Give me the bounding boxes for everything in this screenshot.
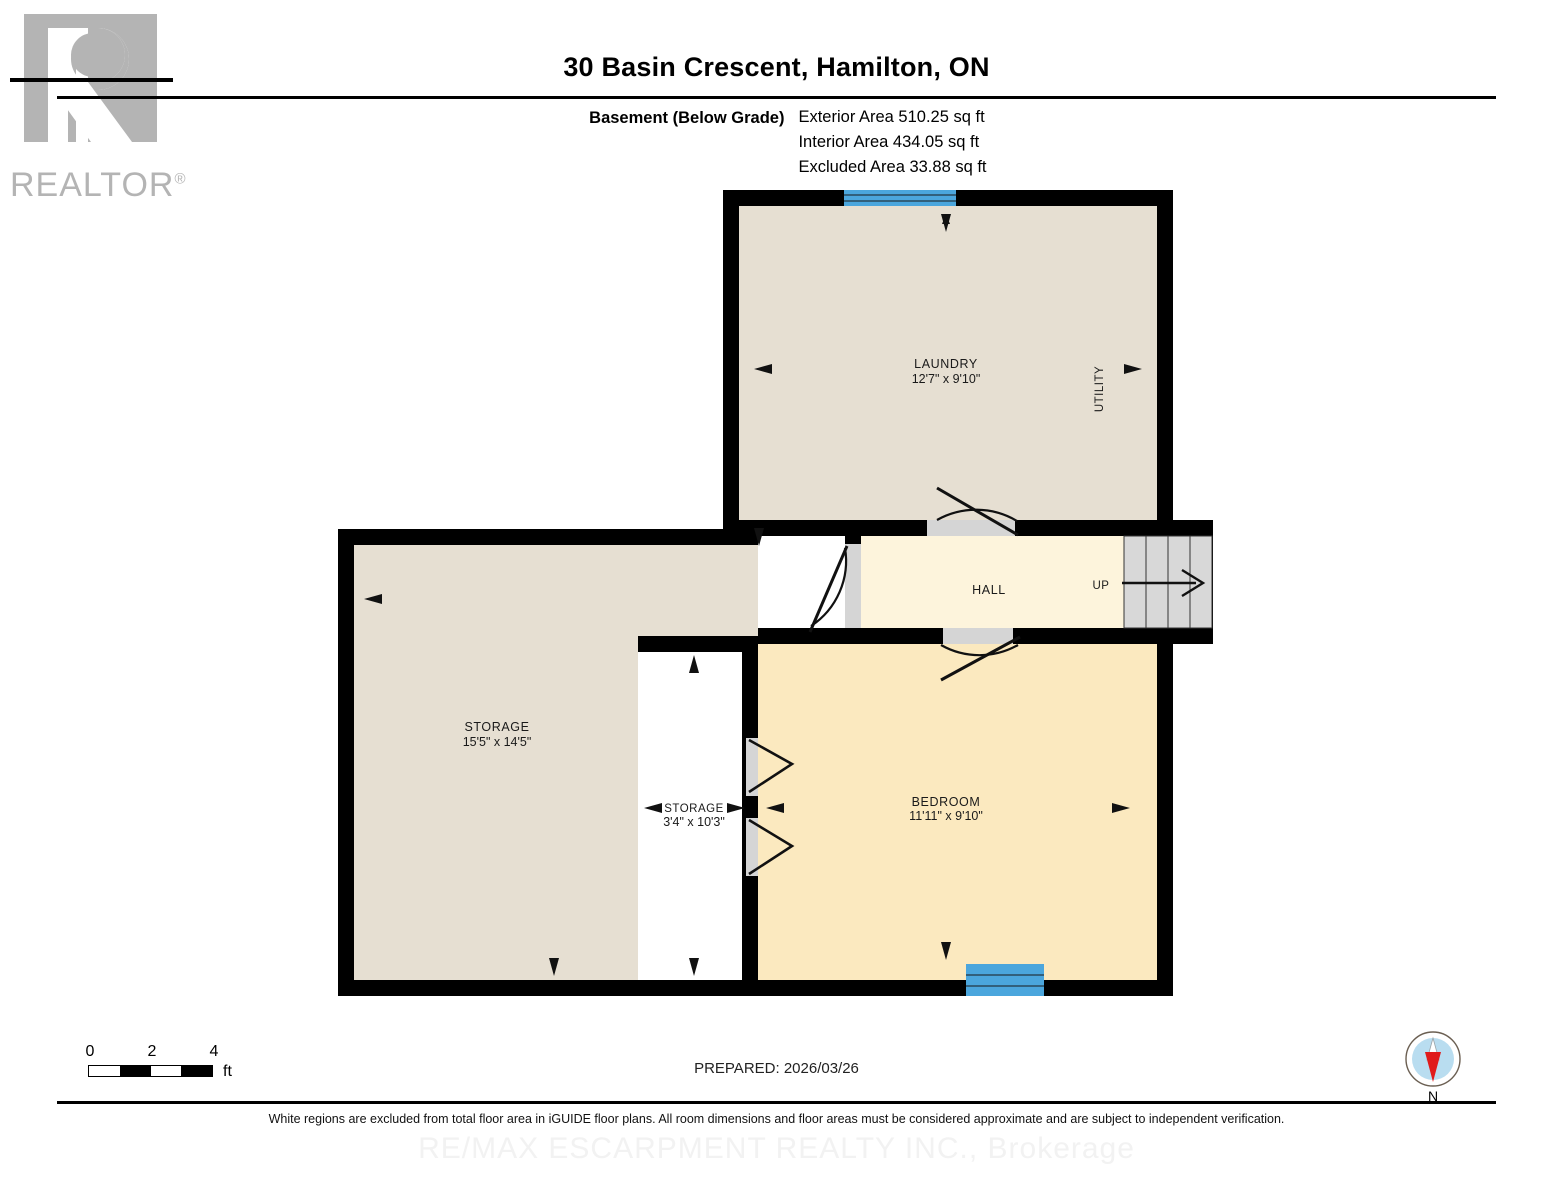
scale-segment-2	[119, 1066, 151, 1076]
door-laundry-hall	[927, 486, 1019, 537]
door-closet-upper	[746, 738, 795, 796]
dim-bedroom: 11'11" x 9'10"	[909, 809, 983, 823]
label-storage-large: STORAGE	[464, 720, 529, 734]
dim-laundry: 12'7" x 9'10"	[912, 372, 981, 386]
room-storage-large-fill	[354, 545, 758, 980]
scale-segment-3	[150, 1066, 182, 1076]
room-labels: LAUNDRY 12'7" x 9'10" UTILITY HALL UP ST…	[463, 357, 1110, 829]
compass-rose: N	[1404, 1030, 1462, 1112]
room-hall-fill	[861, 536, 1197, 628]
dim-storage-small: 3'4" x 10'3"	[663, 815, 725, 829]
door-closet-lower	[746, 818, 795, 876]
label-stairs-up: UP	[1093, 580, 1110, 592]
room-bedroom-fill	[758, 644, 1157, 980]
interior-area: Interior Area 434.05 sq ft	[798, 133, 980, 151]
room-laundry-fill	[739, 206, 1157, 520]
window-bedroom-south	[966, 964, 1044, 996]
footer-divider	[57, 1101, 1496, 1104]
excluded-area: Excluded Area 33.88 sq ft	[798, 158, 987, 176]
header-divider	[57, 96, 1496, 99]
label-laundry: LAUNDRY	[914, 357, 978, 371]
door-hall-bedroom	[940, 628, 1021, 682]
label-storage-small: STORAGE	[664, 803, 724, 815]
exterior-area: Exterior Area 510.25 sq ft	[798, 108, 985, 126]
label-bedroom: BEDROOM	[912, 795, 981, 809]
door-storage-hall	[808, 544, 861, 633]
realtor-wordmark: REALTOR®	[10, 166, 187, 205]
scale-unit: ft	[223, 1063, 232, 1080]
scale-segment-1	[89, 1066, 120, 1076]
page-title: 30 Basin Crescent, Hamilton, ON	[563, 52, 990, 82]
disclaimer-text: White regions are excluded from total fl…	[268, 1112, 1285, 1126]
room-fills	[354, 206, 1197, 980]
window-laundry-north	[844, 190, 956, 206]
label-utility: UTILITY	[1094, 366, 1106, 412]
doors	[746, 486, 1021, 876]
realtor-word-text: REALTOR	[10, 166, 175, 204]
brokerage-watermark: RE/MAX ESCARPMENT REALTY INC., Brokerage	[418, 1132, 1135, 1165]
level-label: Basement (Below Grade)	[589, 109, 785, 127]
room-storage-small-fill	[638, 652, 742, 980]
registered-mark: ®	[174, 170, 187, 188]
dim-storage-large: 15'5" x 14'5"	[463, 735, 532, 749]
stairs-up	[1123, 535, 1213, 629]
compass-north-label: N	[1427, 1088, 1439, 1104]
scale-ticks: 0 2 4	[78, 1043, 258, 1063]
scale-bar: 0 2 4 ft	[78, 1043, 258, 1091]
area-summary: Basement (Below Grade) Exterior Area 510…	[0, 108, 1553, 177]
scale-bar-segments	[88, 1065, 213, 1077]
prepared-date: PREPARED: 2026/03/26	[694, 1060, 859, 1077]
scale-segment-4	[181, 1066, 212, 1076]
scale-tick-4: 4	[209, 1043, 219, 1060]
stairs-direction-arrow	[1122, 568, 1206, 598]
label-hall: HALL	[972, 583, 1006, 597]
scale-tick-2: 2	[147, 1043, 157, 1060]
windows	[844, 190, 1044, 996]
dimension-arrows	[364, 214, 1142, 976]
wall-mass	[338, 190, 1213, 996]
realtor-r-mark	[10, 14, 173, 142]
scale-tick-0: 0	[85, 1043, 95, 1060]
compass-icon	[1405, 1031, 1461, 1087]
realtor-logo: REALTOR®	[10, 8, 186, 204]
